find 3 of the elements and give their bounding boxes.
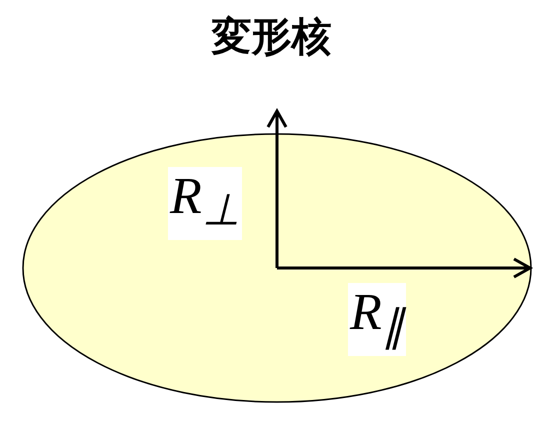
title: 変形核	[210, 13, 332, 62]
radius-label: R$_{∥}$	[348, 283, 406, 356]
radius-label: R$_{⊥}$	[168, 167, 242, 240]
